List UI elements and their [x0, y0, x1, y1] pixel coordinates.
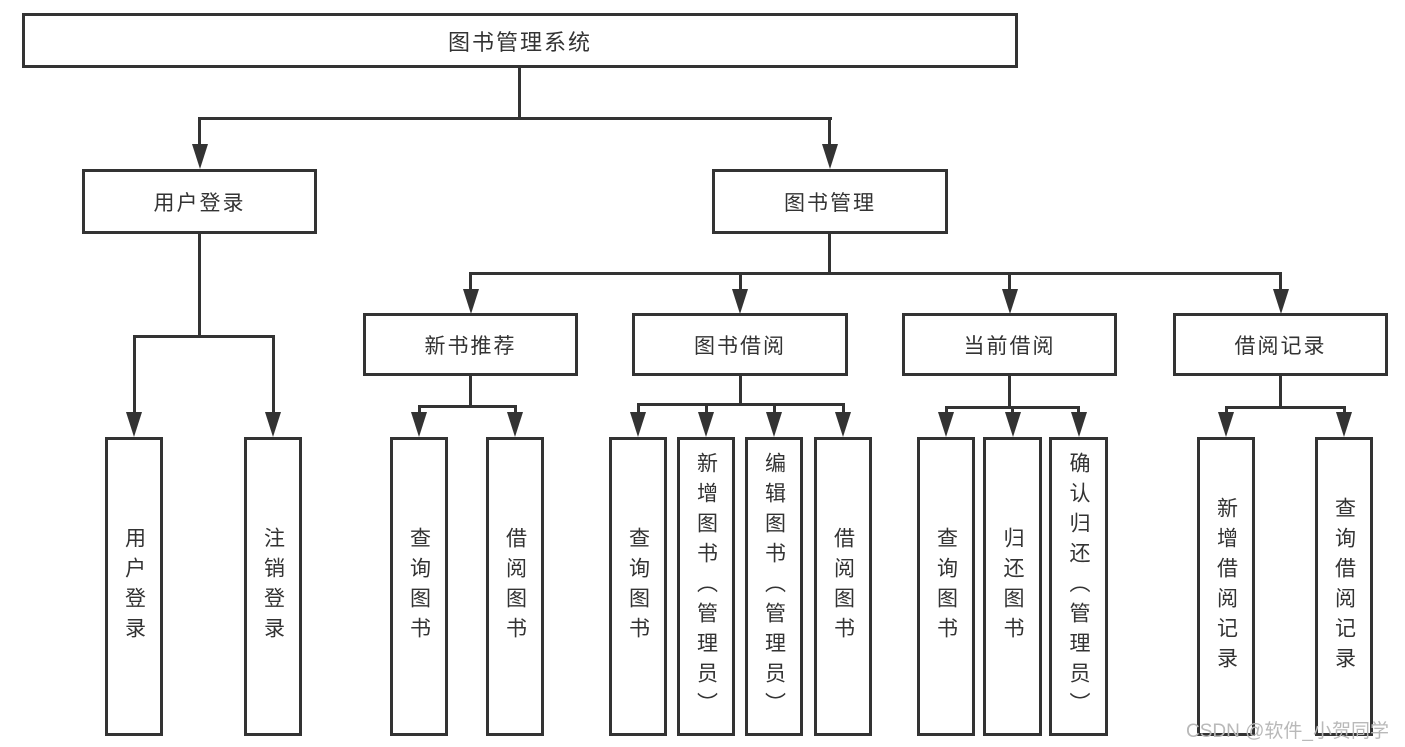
connector-level3-hline [469, 272, 1282, 275]
connector-bbadd-stem [705, 403, 708, 415]
connector-bookborrow-vline [739, 374, 742, 406]
leaf-bb-borrow-label: 借阅图书 [831, 526, 855, 647]
leaf-bb-add-label: 新增图书（管理员） [694, 451, 718, 722]
node-book-mgmt: 图书管理 [712, 169, 948, 234]
connector-nbquery-stem [418, 405, 421, 415]
connector-bbquery-stem [637, 403, 640, 415]
leaf-bb-add: 新增图书（管理员） [677, 437, 735, 736]
leaf-br-add-label: 新增借阅记录 [1214, 496, 1238, 677]
leaf-cb-confirm: 确认归还（管理员） [1049, 437, 1108, 736]
node-borrow-record: 借阅记录 [1173, 313, 1388, 376]
connector-cbquery-stem [945, 406, 948, 415]
leaf-cb-query: 查询图书 [917, 437, 975, 736]
connector-userlogin-hline [133, 335, 275, 338]
node-user-login-label: 用户登录 [153, 191, 246, 215]
arrow-down-nbquery [411, 412, 427, 437]
connector-brquery-stem [1343, 406, 1346, 415]
leaf-logout: 注销登录 [244, 437, 302, 736]
arrow-down-bbedit [766, 412, 782, 437]
leaf-user-login-label: 用户登录 [122, 526, 146, 647]
node-new-book: 新书推荐 [363, 313, 578, 376]
arrow-down-bbborrow [835, 412, 851, 437]
connector-newbook-hline [418, 405, 517, 408]
arrow-down-cbconfirm [1071, 412, 1087, 437]
leaf-nb-query-label: 查询图书 [407, 526, 431, 647]
connector-userlogin-vline [198, 231, 201, 338]
arrow-down-leaf-logout [265, 412, 281, 437]
node-current-borrow: 当前借阅 [902, 313, 1117, 376]
connector-borrowrecord-vline [1279, 374, 1282, 409]
arrow-down-newbook [463, 289, 479, 314]
connector-root-vline [518, 66, 521, 119]
node-book-mgmt-label: 图书管理 [784, 191, 876, 215]
node-new-book-label: 新书推荐 [424, 334, 517, 358]
arrow-down-borrowrecord [1273, 289, 1289, 314]
csdn-watermark: CSDN @软件_小贺同学 [1186, 721, 1389, 742]
connector-cbreturn-stem [1011, 406, 1014, 415]
connector-bookborrow-hline [637, 403, 845, 406]
connector-bookmgmt-stem [828, 117, 831, 148]
connector-borrowrecord-hline [1225, 406, 1346, 409]
arrow-down-cbreturn [1005, 412, 1021, 437]
node-root-label: 图书管理系统 [447, 29, 592, 55]
leaf-bb-edit: 编辑图书（管理员） [745, 437, 803, 736]
leaf-nb-query: 查询图书 [390, 437, 448, 736]
node-current-borrow-label: 当前借阅 [963, 334, 1056, 358]
leaf-cb-return: 归还图书 [983, 437, 1042, 736]
node-book-borrow-label: 图书借阅 [694, 334, 786, 358]
leaf-nb-borrow: 借阅图书 [486, 437, 544, 736]
arrow-down-brquery [1336, 412, 1352, 437]
arrow-down-nbborrow [507, 412, 523, 437]
node-borrow-record-label: 借阅记录 [1234, 334, 1327, 358]
arrow-down-bookborrow [732, 289, 748, 314]
connector-bbborrow-stem [842, 403, 845, 415]
leaf-bb-query: 查询图书 [609, 437, 667, 736]
connector-currentborrow-vline [1008, 374, 1011, 409]
connector-bradd-stem [1225, 406, 1228, 415]
node-user-login: 用户登录 [82, 169, 317, 234]
arrow-down-currentborrow [1002, 289, 1018, 314]
arrow-down-userlogin [192, 144, 208, 169]
connector-bookmgmt-vline [828, 231, 831, 275]
arrow-down-bbquery [630, 412, 646, 437]
leaf-cb-query-label: 查询图书 [934, 526, 958, 647]
leaf-br-query: 查询借阅记录 [1315, 437, 1373, 736]
node-root: 图书管理系统 [22, 13, 1018, 68]
leaf-bb-query-label: 查询图书 [626, 526, 650, 647]
leaf-bb-edit-label: 编辑图书（管理员） [762, 451, 786, 722]
leaf-nb-borrow-label: 借阅图书 [503, 526, 527, 647]
arrow-down-bradd [1218, 412, 1234, 437]
leaf-br-add: 新增借阅记录 [1197, 437, 1255, 736]
node-book-borrow: 图书借阅 [632, 313, 848, 376]
leaf-cb-confirm-label: 确认归还（管理员） [1067, 451, 1090, 722]
connector-borrowrecord-stem [1279, 272, 1282, 292]
connector-nbborrow-stem [514, 405, 517, 415]
connector-cbconfirm-stem [1077, 406, 1080, 415]
connector-newbook-stem [469, 272, 472, 292]
connector-level2-hline [198, 117, 832, 120]
arrow-down-leaf-userlogin [126, 412, 142, 437]
connector-userlogin-stem [198, 117, 201, 148]
leaf-br-query-label: 查询借阅记录 [1332, 496, 1356, 677]
leaf-logout-label: 注销登录 [261, 526, 285, 647]
connector-leaf-logout-stem [272, 335, 275, 415]
leaf-bb-borrow: 借阅图书 [814, 437, 872, 736]
arrow-down-cbquery [938, 412, 954, 437]
leaf-cb-return-label: 归还图书 [1001, 526, 1024, 647]
arrow-down-bookmgmt [822, 144, 838, 169]
arrow-down-bbadd [698, 412, 714, 437]
connector-bookborrow-stem [739, 272, 742, 292]
connector-leaf-userlogin-stem [133, 335, 136, 415]
connector-newbook-vline [469, 374, 472, 408]
connector-bbedit-stem [773, 403, 776, 415]
connector-currentborrow-stem [1008, 272, 1011, 292]
leaf-user-login: 用户登录 [105, 437, 163, 736]
